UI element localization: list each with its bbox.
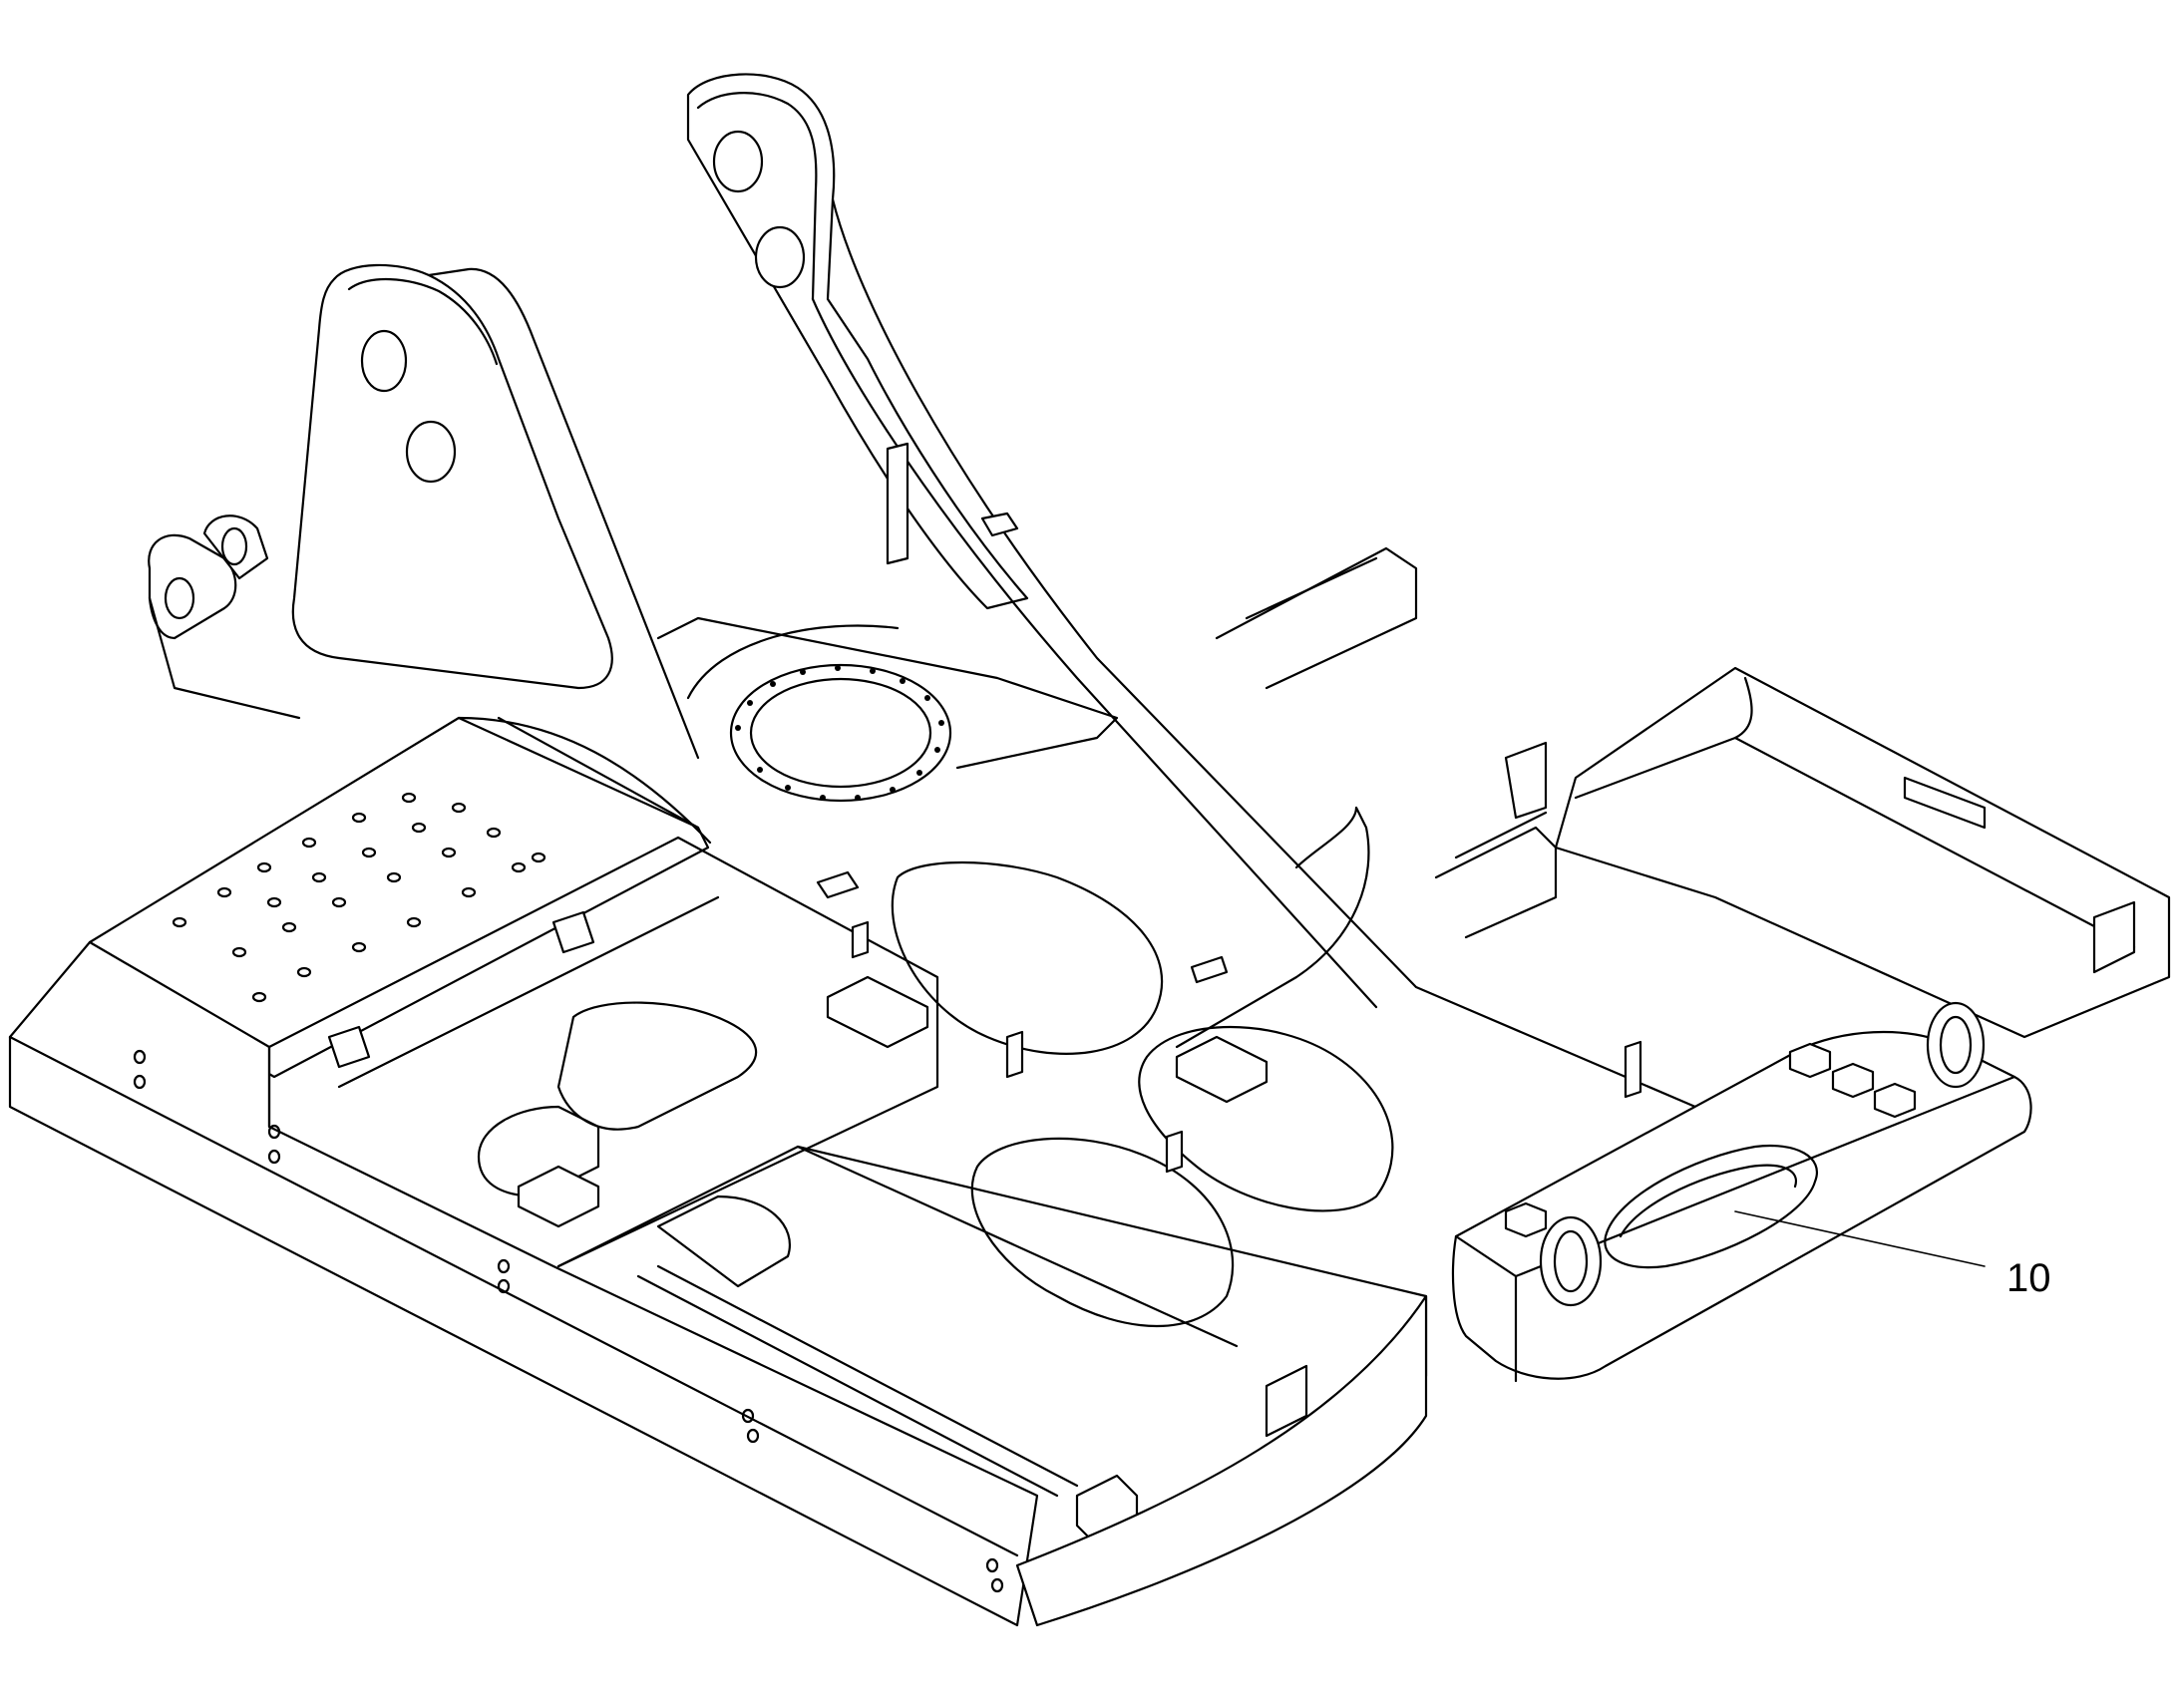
central-compartment: [891, 806, 1394, 1212]
right-floor-tray: [556, 1137, 1428, 1627]
callout-leader-line: [1734, 1210, 1986, 1267]
inner-floor: [267, 836, 939, 1268]
left-boom-support-plate: [291, 263, 700, 760]
swing-bearing-ring: [656, 616, 1119, 803]
beam-holes: [133, 1049, 1004, 1593]
mounting-bolts: [1504, 1042, 1917, 1238]
counterweight-bracket: [1451, 1001, 2032, 1383]
small-fasteners: [327, 442, 1642, 1174]
left-side-beam: [8, 940, 1039, 1627]
ring-bolt-holes: [735, 665, 944, 801]
platform-holes: [172, 792, 546, 1003]
right-boom-support-plate: [686, 73, 1697, 1109]
callout-label-10: 10: [2006, 1256, 2051, 1300]
right-upper-tray: [1504, 666, 2171, 1039]
left-hinge-lugs: [148, 514, 301, 720]
rear-cross-members: [1215, 546, 1558, 939]
lifting-eyes: [1539, 1001, 1986, 1307]
